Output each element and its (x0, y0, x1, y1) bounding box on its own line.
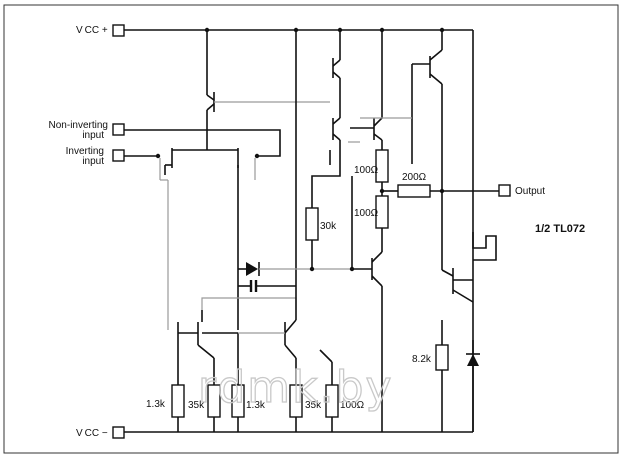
non-inverting-pin (112, 123, 125, 136)
schematic-frame (3, 4, 619, 454)
label-1k3-b: 1.3k (246, 400, 266, 411)
inverting-label-2: input (82, 156, 104, 167)
non-inverting-label-1: Non-inverting (49, 120, 108, 131)
vcc-minus-label: V CC − (76, 428, 108, 439)
output-driver (337, 27, 385, 432)
label-200: 200Ω (402, 172, 427, 183)
inverting-label-1: Inverting (66, 146, 104, 157)
resistor-200 (397, 184, 431, 198)
jfet-input-left (164, 120, 208, 175)
label-100-lower: 100Ω (354, 208, 379, 219)
vcc-plus-pin (112, 24, 125, 37)
input-wiring (124, 129, 281, 181)
zener-diode (466, 340, 480, 432)
resistor-bottom-leads (177, 182, 383, 432)
label-35k-a: 35k (188, 400, 205, 411)
diode (238, 262, 352, 276)
output-pin (498, 184, 511, 197)
watermark: rdmk.by (198, 362, 394, 413)
output-label: Output (515, 186, 545, 197)
output-stage (360, 27, 499, 432)
resistor-8k2 (435, 344, 449, 371)
label-100-upper: 100Ω (354, 165, 379, 176)
vcc-plus-label: V CC + (76, 25, 108, 36)
label-30k: 30k (320, 221, 337, 232)
label-1k3-a: 1.3k (146, 399, 166, 410)
label-100-bottom: 100Ω (340, 400, 365, 411)
label-35k-b: 35k (305, 400, 322, 411)
input-current-source (204, 27, 330, 120)
vcc-minus-pin (112, 426, 125, 439)
resistor-1k3-a (171, 384, 185, 418)
bias-network (309, 30, 360, 272)
non-inverting-label-2: input (82, 130, 104, 141)
resistor-30k (305, 207, 319, 241)
jfet-input-right (207, 148, 239, 330)
label-8k2: 8.2k (412, 354, 432, 365)
diagram-title: 1/2 TL072 (535, 223, 585, 235)
second-stage (238, 27, 333, 385)
current-mirror-load (167, 180, 297, 385)
compensation-capacitor (238, 280, 296, 292)
inverting-pin (112, 149, 125, 162)
